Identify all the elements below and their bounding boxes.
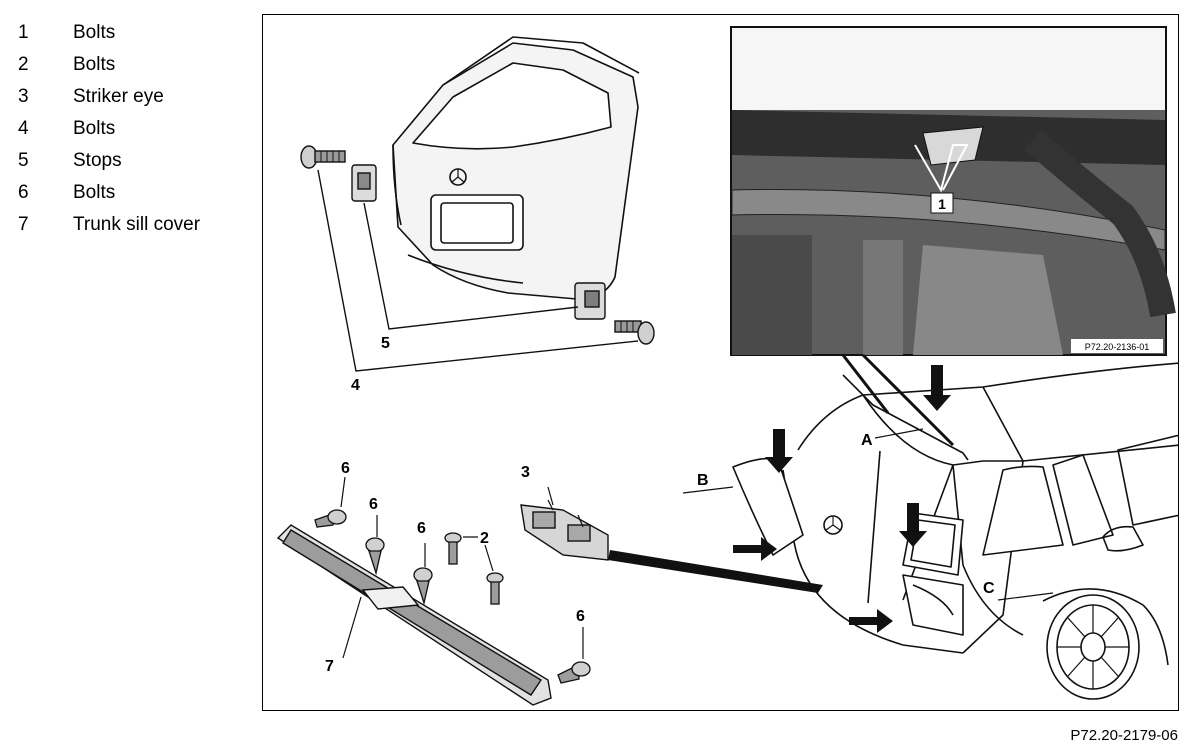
stop-lower [574, 282, 606, 320]
arrow-down-icon [923, 365, 951, 411]
callout-4: 4 [351, 377, 360, 394]
pointer-line [608, 550, 823, 593]
legend-label: Bolts [73, 118, 116, 139]
callout-6a: 6 [341, 460, 350, 477]
arrow-right-icon [733, 537, 777, 561]
stop-upper [351, 164, 377, 202]
leader-line-3 [547, 486, 554, 506]
bolt-6b [365, 537, 385, 576]
callout-2: 2 [480, 530, 489, 547]
legend-number: 1 [18, 22, 29, 43]
arrow-right-icon [849, 609, 893, 633]
label-b: B [697, 472, 709, 489]
legend-number: 3 [18, 86, 29, 107]
bolt-2b [486, 572, 504, 605]
leader-line-7 [342, 596, 362, 659]
leader-line-6a [340, 476, 346, 508]
callout-1: 1 [938, 196, 946, 212]
bolt-6d [557, 661, 591, 684]
arrow-down-icon [765, 429, 793, 473]
label-a: A [861, 432, 873, 449]
bolt-2a [444, 532, 462, 565]
bolt-6a [314, 509, 347, 528]
bolt-lower [614, 320, 655, 345]
view-labels [682, 428, 1054, 601]
bolt-6c [413, 567, 433, 606]
legend-number: 4 [18, 118, 29, 139]
legend-label: Stops [73, 150, 122, 171]
callout-3: 3 [521, 464, 530, 481]
legend-number: 7 [18, 214, 29, 235]
detail-photo: 1 P72.20-2136-01 [730, 26, 1176, 356]
exploded-view-diagram: 5 4 1 P72.20-2136-01 [276, 26, 1178, 706]
leader-line-2 [463, 536, 494, 572]
photo-code: P72.20-2136-01 [1085, 342, 1150, 352]
legend-number: 2 [18, 54, 29, 75]
bolt-upper [300, 145, 346, 169]
callout-6c: 6 [417, 520, 426, 537]
striker-eye [520, 499, 609, 561]
legend-label: Striker eye [73, 86, 164, 107]
photo-leader-lines [841, 353, 955, 447]
legend-label: Bolts [73, 54, 116, 75]
callout-6d: 6 [576, 608, 585, 625]
callout-5: 5 [381, 335, 390, 352]
car-rear-drawing [732, 362, 1178, 700]
legend-label: Trunk sill cover [73, 214, 201, 235]
legend-label: Bolts [73, 182, 116, 203]
label-c: C [983, 580, 995, 597]
arrow-icons [733, 365, 951, 633]
leader-lines-4-5 [317, 169, 639, 372]
tailgate-drawing [392, 36, 640, 301]
legend-label: Bolts [73, 22, 116, 43]
callout-6b: 6 [369, 496, 378, 513]
callout-7: 7 [325, 658, 334, 675]
legend-number: 5 [18, 150, 29, 171]
diagram-frame: 5 4 1 P72.20-2136-01 [262, 14, 1179, 711]
figure-code: P72.20-2179-06 [1070, 727, 1178, 744]
arrow-down-icon [899, 503, 927, 547]
trunk-sill-cover [276, 524, 552, 706]
legend-number: 6 [18, 182, 29, 203]
